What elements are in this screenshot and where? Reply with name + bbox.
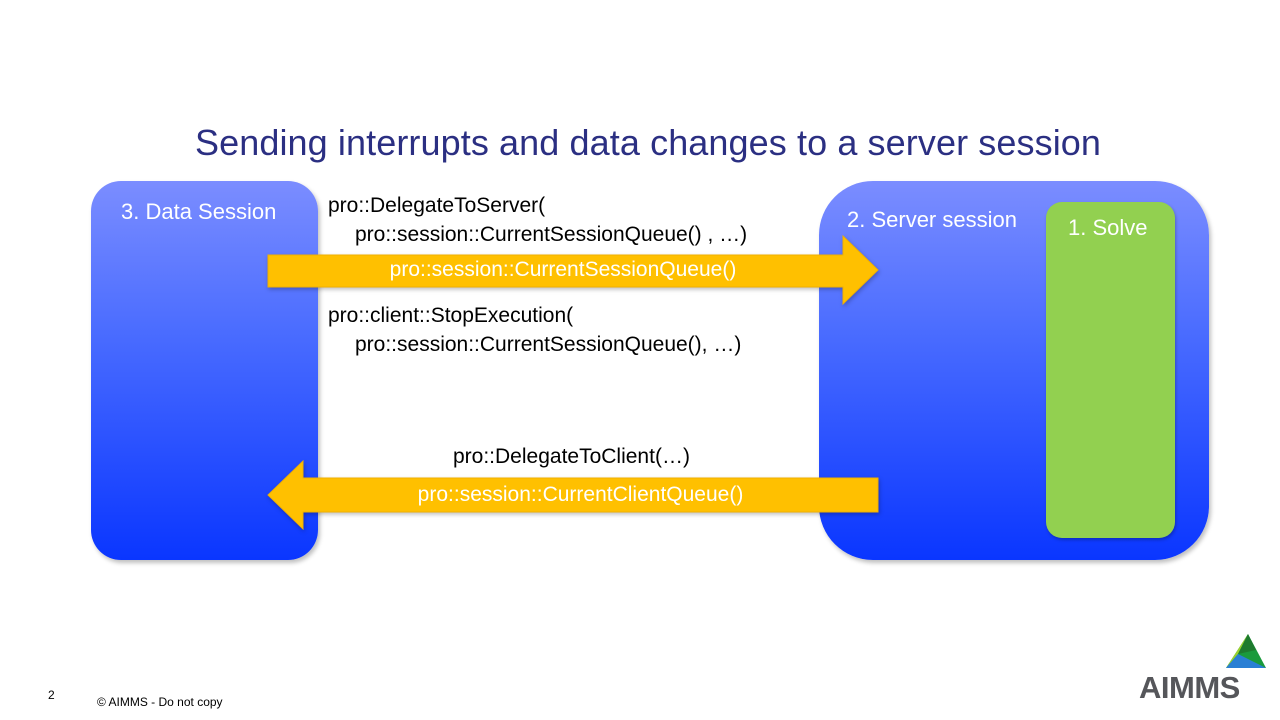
aimms-logo-icon — [1226, 634, 1266, 668]
arrow-to-client — [267, 459, 879, 531]
server-session-label: 2. Server session — [847, 207, 1017, 232]
delegate-to-server-call: pro::DelegateToServer( — [328, 194, 546, 217]
solve-label: 1. Solve — [1068, 215, 1148, 240]
solve-box — [1046, 202, 1175, 538]
arrow-to-server-label: pro::session::CurrentSessionQueue() — [389, 258, 737, 281]
delegate-to-server-args: pro::session::CurrentSessionQueue() , …) — [355, 223, 748, 246]
copyright-notice: © AIMMS - Do not copy — [97, 695, 223, 709]
stop-execution-call: pro::client::StopExecution( — [328, 304, 574, 327]
arrow-to-server — [267, 234, 879, 306]
arrow-to-client-label: pro::session::CurrentClientQueue() — [417, 483, 744, 506]
delegate-to-client-call: pro::DelegateToClient(…) — [453, 445, 690, 468]
aimms-logo-text: AIMMS — [1139, 670, 1240, 705]
page-number: 2 — [48, 688, 55, 702]
slide-title: Sending interrupts and data changes to a… — [194, 122, 1102, 163]
stop-execution-args: pro::session::CurrentSessionQueue(), …) — [355, 333, 742, 356]
data-session-label: 3. Data Session — [121, 199, 277, 224]
